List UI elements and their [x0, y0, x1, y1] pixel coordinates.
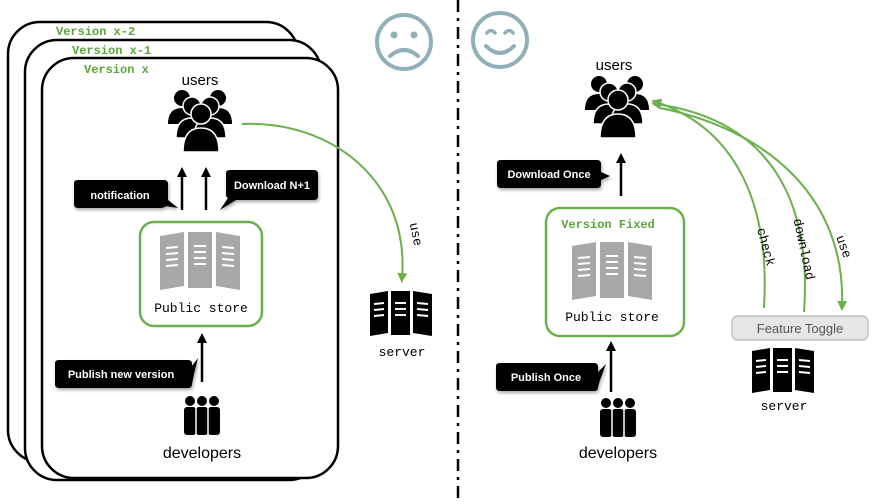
publish-once-label: Publish Once: [511, 372, 581, 384]
check-label: check: [753, 226, 778, 268]
download-n1-label: Download N+1: [234, 180, 310, 192]
users-label-left: users: [182, 72, 219, 89]
store-icon: [572, 242, 652, 300]
version-fixed-label: Version Fixed: [561, 218, 655, 232]
store-icon: [160, 232, 240, 290]
download-arrow-right: [651, 99, 806, 313]
happy-face-icon: [471, 11, 529, 69]
use-arrow-right: [659, 107, 848, 311]
public-store-label-right: Public store: [565, 310, 659, 325]
users-label-right: users: [596, 57, 633, 74]
download-once-callout: [497, 160, 610, 188]
notification-callout: [74, 180, 178, 208]
use-label-left: use: [406, 221, 426, 247]
version-label-x-1: Version x-1: [72, 44, 151, 58]
use-label-right: use: [832, 233, 854, 260]
developers-icon: [600, 398, 636, 437]
public-store-label-left: Public store: [154, 301, 248, 316]
download-arrow-label: download: [790, 217, 818, 281]
developers-label-left: developers: [163, 445, 241, 462]
version-label-x: Version x: [84, 63, 149, 77]
use-arrow-left: [241, 122, 408, 283]
download-once-label: Download Once: [507, 169, 590, 181]
users-icon: [168, 90, 232, 153]
notification-label: notification: [90, 190, 150, 202]
server-icon: [752, 348, 814, 393]
developers-icon: [184, 396, 220, 435]
publish-new-version-label: Publish new version: [68, 369, 175, 381]
check-arrow: [651, 98, 766, 309]
users-icon: [585, 76, 649, 139]
server-icon: [370, 291, 432, 336]
publish-once-callout: [496, 363, 606, 391]
developers-label-right: developers: [579, 445, 657, 462]
sad-face-icon: [375, 13, 433, 71]
publish-new-version-callout: [55, 358, 198, 388]
server-label-left: server: [379, 345, 426, 360]
server-label-right: server: [761, 399, 808, 414]
download-n1-callout: [220, 170, 318, 210]
version-label-x-2: Version x-2: [56, 25, 135, 39]
feature-toggle-label: Feature Toggle: [757, 321, 844, 336]
feature-toggle-box: [731, 315, 869, 341]
